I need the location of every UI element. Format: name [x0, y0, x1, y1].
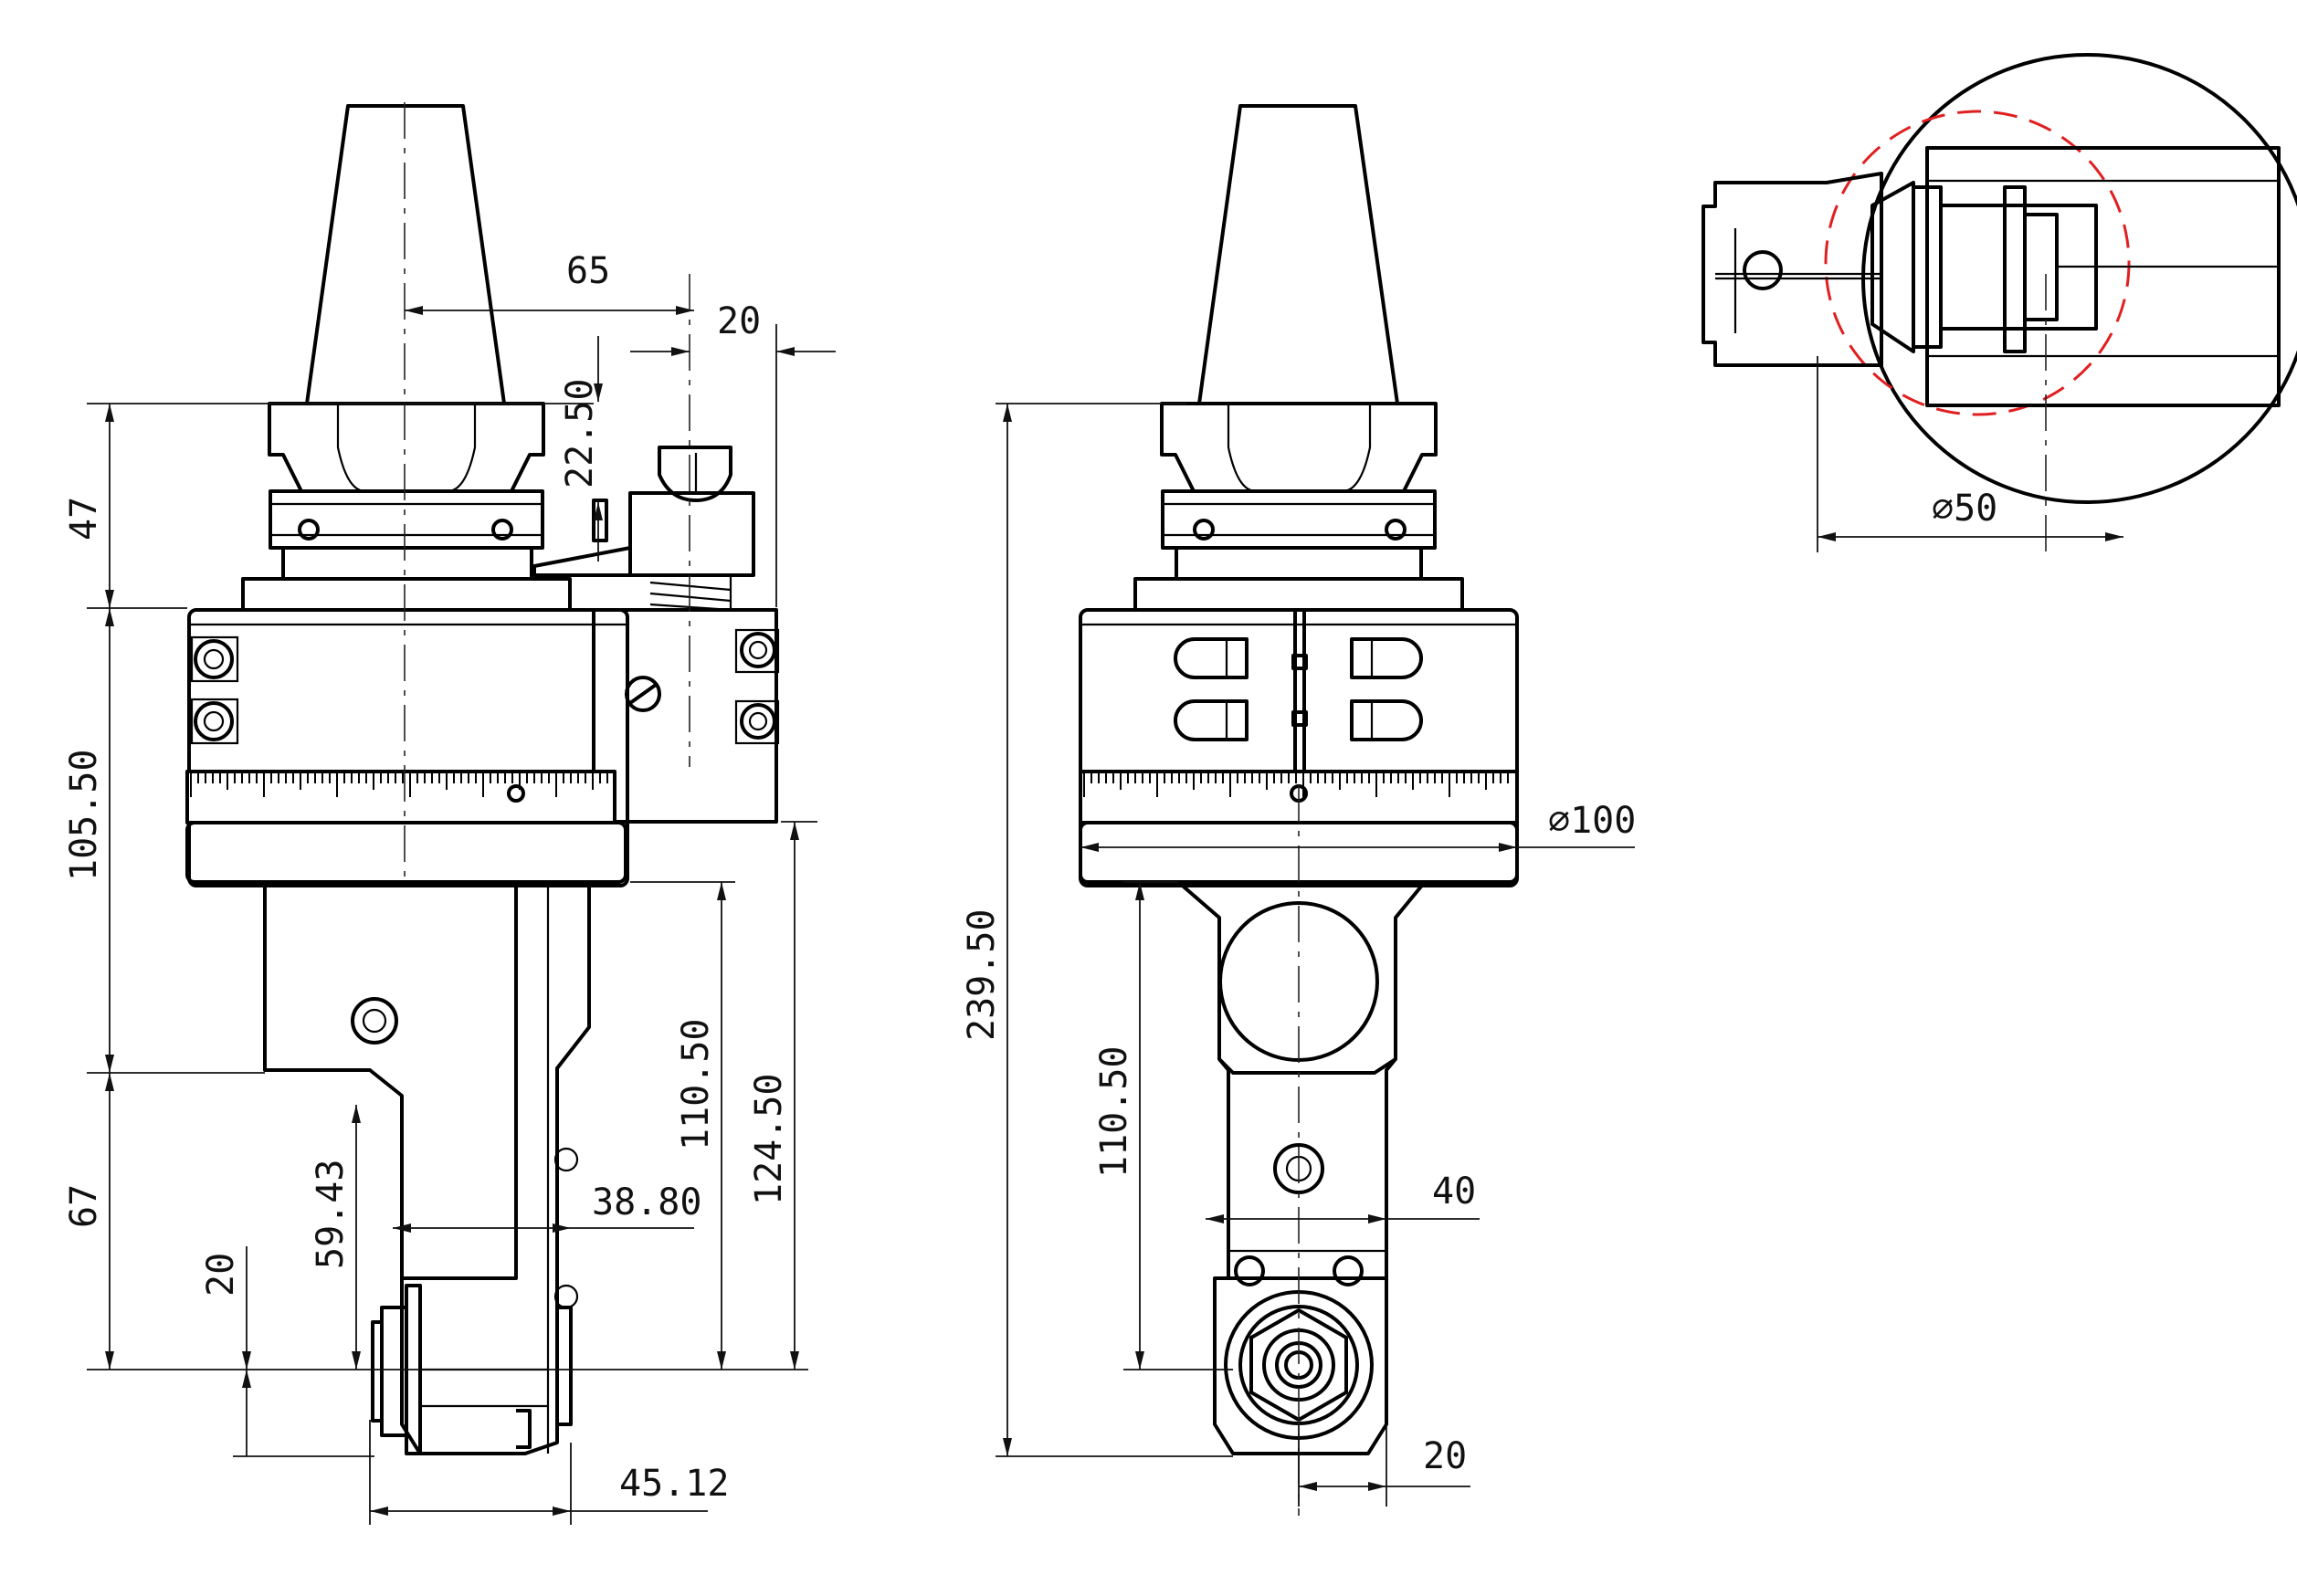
dim-47: 47 — [63, 497, 105, 541]
side-flange — [268, 402, 545, 493]
detail-view — [1702, 53, 2297, 557]
socket-screw-icon — [740, 703, 776, 740]
side-body — [187, 608, 629, 887]
dim-dia100: ∅100 — [1548, 800, 1636, 842]
side-view — [185, 102, 780, 1455]
dim-105-50: 105.50 — [63, 750, 105, 882]
dimension-labels: 65 20 22.50 47 105.50 67 20 59.43 38.80 … — [63, 250, 1997, 1505]
dim-59-43: 59.43 — [310, 1160, 352, 1269]
side-taper — [305, 104, 506, 405]
slot-screw-icon — [625, 676, 661, 712]
front-view — [1079, 104, 1519, 1516]
dim-124-50: 124.50 — [748, 1074, 790, 1206]
side-stop-block — [592, 608, 778, 824]
dim-20-left: 20 — [200, 1253, 242, 1297]
front-taper — [1197, 104, 1399, 405]
dim-20-front: 20 — [1423, 1435, 1467, 1477]
front-flange — [1160, 402, 1438, 493]
dim-239-50: 239.50 — [961, 909, 1003, 1042]
dim-22-50: 22.50 — [559, 379, 601, 488]
dim-dia50: ∅50 — [1932, 488, 1997, 530]
socket-screw-icon — [351, 997, 398, 1045]
pin-hole-icon — [1743, 250, 1783, 290]
front-scale-ticks — [1083, 773, 1509, 797]
dim-65: 65 — [566, 250, 610, 292]
dim-110-50-side: 110.50 — [675, 1019, 717, 1151]
front-body — [1079, 608, 1519, 887]
detail-reference-circle — [1824, 110, 2131, 416]
front-nose — [1213, 1276, 1388, 1455]
side-arm — [263, 880, 518, 1280]
dim-110-50-front: 110.50 — [1093, 1046, 1135, 1179]
side-scale-ticks — [190, 773, 608, 797]
coolant-slot-icon — [1174, 637, 1423, 741]
dim-20-top: 20 — [717, 300, 761, 342]
socket-screw-icon — [194, 701, 234, 741]
dimension-lines — [87, 306, 2123, 1525]
side-scale-ring — [185, 770, 616, 824]
socket-screw-icon — [194, 639, 234, 679]
dim-45-12: 45.12 — [619, 1463, 729, 1505]
socket-screw-icon — [740, 632, 776, 668]
dim-38-80: 38.80 — [592, 1181, 701, 1223]
dim-67: 67 — [63, 1184, 105, 1228]
dim-40: 40 — [1432, 1171, 1476, 1213]
